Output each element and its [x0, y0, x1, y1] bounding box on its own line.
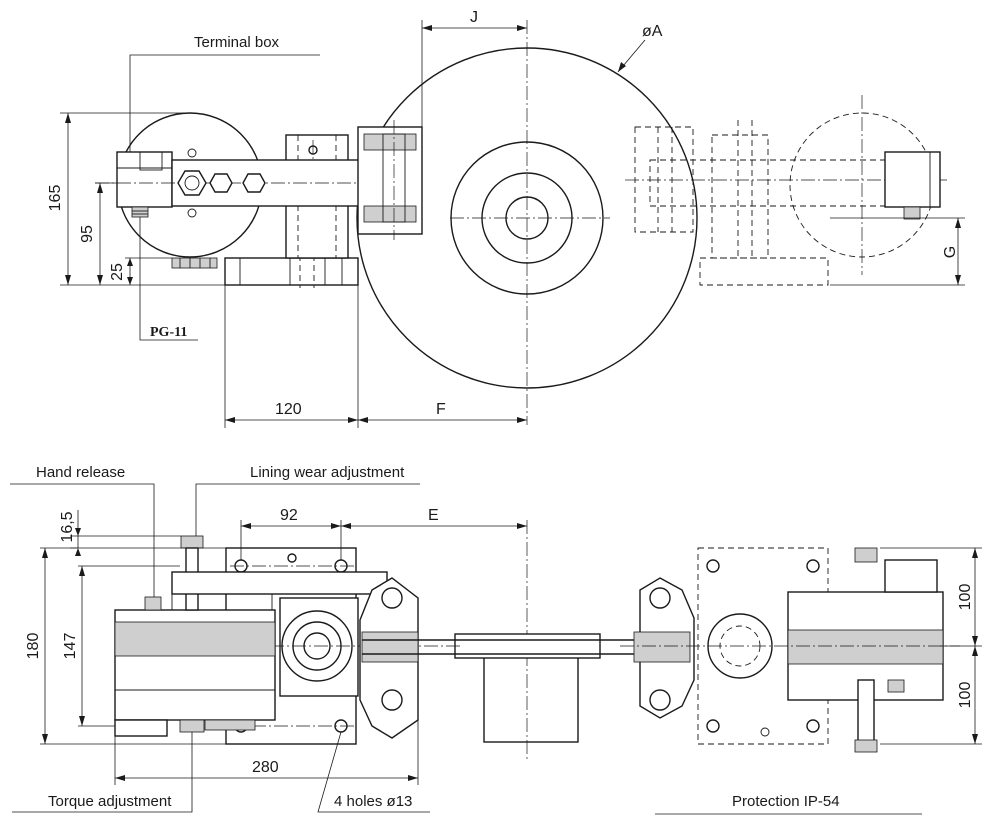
disc-hub-side	[483, 649, 579, 743]
pg11-label: PG-11	[150, 325, 187, 340]
hex-nut-1	[177, 170, 207, 196]
bottom-left-assembly: Hand release Lining wear adjustment Torq…	[10, 464, 640, 813]
hand-release-knob	[144, 596, 162, 611]
hex-nut-2	[209, 173, 233, 193]
dim-280: 280	[252, 759, 279, 776]
top-right-hidden-view: G	[625, 95, 965, 286]
dim-G: G	[942, 246, 959, 258]
terminal-box-leader	[129, 54, 320, 152]
dim-92: 92	[280, 507, 298, 524]
holes-leader	[317, 731, 430, 813]
hand-release-leader	[10, 483, 155, 597]
holes-label: 4 holes ø13	[334, 793, 412, 810]
top-left-assembly: Terminal box PG-11 165 95 25 120 F	[47, 9, 698, 428]
dim-147: 147	[62, 633, 79, 660]
dim-E: E	[428, 507, 439, 524]
dim-165: 165	[47, 185, 64, 212]
dim-95: 95	[79, 225, 96, 243]
dim-F: F	[436, 401, 446, 418]
cable-gland	[131, 206, 149, 218]
terminal-box-label: Terminal box	[194, 34, 280, 51]
dim-A: øA	[642, 23, 663, 40]
lining-wear-leader	[195, 483, 420, 536]
bottom-right-hidden-view: 100 100 Protection IP-54	[620, 547, 982, 815]
torque-adjustment-label: Torque adjustment	[48, 793, 172, 810]
hidden-terminal-box	[884, 151, 941, 208]
release-spring	[171, 257, 218, 269]
dim-25: 25	[109, 263, 126, 281]
dim-180: 180	[25, 633, 42, 660]
torque-adjustment-leader	[12, 732, 193, 813]
dim-16-5: 16,5	[59, 511, 76, 542]
torque-adjustment-nut	[179, 719, 205, 733]
dim-100-top: 100	[957, 584, 974, 611]
adjustment-bolt-head	[180, 535, 204, 549]
hand-release-label: Hand release	[36, 464, 125, 481]
hex-nut-3	[242, 173, 266, 193]
dim-100-bottom: 100	[957, 682, 974, 709]
terminal-box	[116, 151, 173, 208]
lining-wear-label: Lining wear adjustment	[250, 464, 405, 481]
base-plate	[224, 257, 359, 286]
dim-J: J	[470, 9, 478, 26]
protection-label: Protection IP-54	[732, 793, 840, 810]
dim-120: 120	[275, 401, 302, 418]
